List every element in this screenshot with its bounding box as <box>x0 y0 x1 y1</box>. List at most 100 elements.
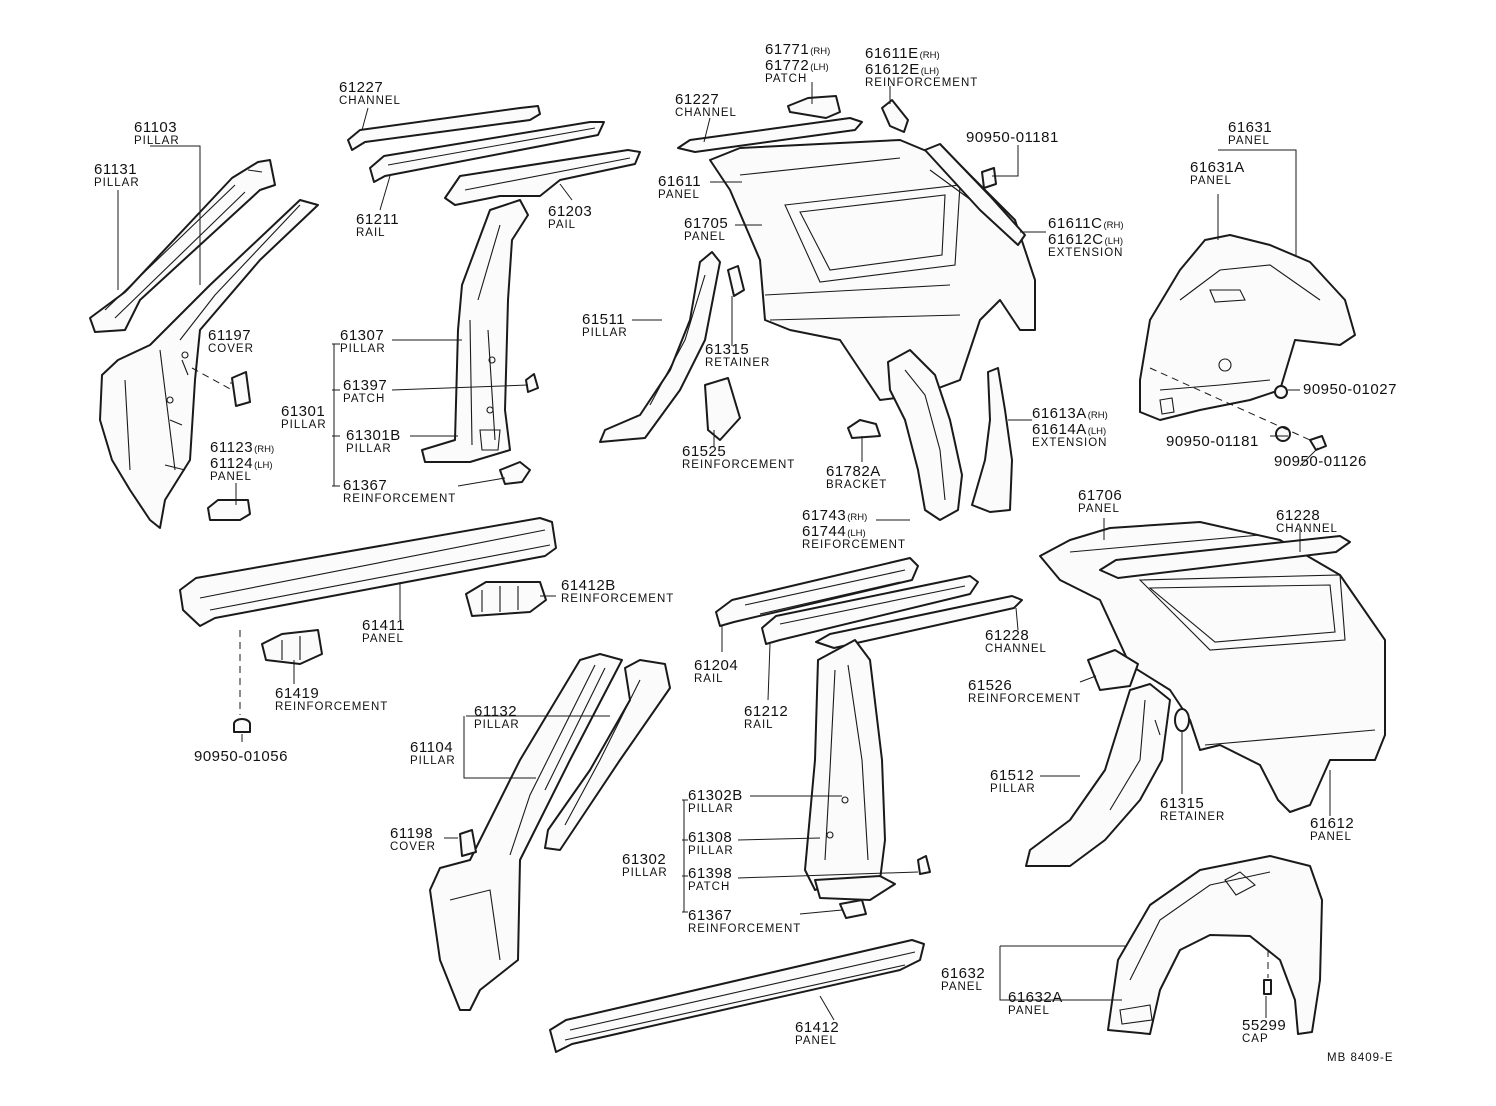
part-number-text: 61103 <box>134 119 177 136</box>
reinforcement-61526-drawing <box>1087 649 1139 691</box>
part-number-text: 61612C <box>1048 231 1104 248</box>
part-number-text: 61397 <box>343 377 387 394</box>
part-number: 61631 <box>1228 119 1272 136</box>
part-number: 61227 <box>339 79 383 96</box>
patch-61397-drawing <box>525 373 539 393</box>
part-number-text: 61419 <box>275 685 319 702</box>
callout-labels: 61103PILLAR61131PILLAR61197COVER61123(RH… <box>94 41 1397 1047</box>
part-number: 90950-01027 <box>1303 381 1397 398</box>
cover-61198-drawing <box>459 829 477 857</box>
part-name: REINFORCEMENT <box>968 693 1081 705</box>
fastener-90950-01027-drawing <box>1274 385 1288 399</box>
part-number: 90950-01126 <box>1274 453 1367 470</box>
channel-61228-right-drawing <box>1099 535 1351 579</box>
part-number: 61228 <box>1276 507 1320 524</box>
part-number: 61705 <box>684 215 728 232</box>
part-number: 61771(RH) <box>765 41 830 58</box>
part-number-text: 55299 <box>1242 1017 1286 1034</box>
callout-c24a: 61613A(RH) <box>1032 405 1108 422</box>
rocker-panel-61412-drawing <box>549 939 925 1053</box>
part-name: REINFORCEMENT <box>688 923 801 935</box>
part-number-text: 61613A <box>1032 405 1087 422</box>
part-side-suffix: (RH) <box>810 46 830 57</box>
part-number-text: 61315 <box>1160 795 1204 812</box>
part-number-text: 61367 <box>343 477 387 494</box>
retainer-61315-right-drawing <box>1174 708 1190 732</box>
part-number-text: 90950-01126 <box>1274 453 1367 470</box>
part-side-suffix: (RH) <box>920 50 940 61</box>
part-number-text: 90950-01181 <box>966 129 1059 146</box>
part-side-suffix: (RH) <box>847 512 867 523</box>
part-number: 61706 <box>1078 487 1122 504</box>
part-number: 61197 <box>208 327 251 344</box>
part-number-text: 90950-01027 <box>1303 381 1397 398</box>
front-pillar-lower-drawing <box>429 653 671 1011</box>
part-number-text: 61632 <box>941 965 985 982</box>
patch-61771-drawing <box>787 95 841 119</box>
extension-61613a-drawing <box>971 367 1013 513</box>
part-number-text: 61412B <box>561 577 616 594</box>
part-number: 61614A(LH) <box>1032 421 1106 438</box>
part-name: RAIL <box>744 719 774 731</box>
callout-c29: 90950-01181 <box>1166 433 1259 450</box>
part-side-suffix: (LH) <box>921 66 939 77</box>
part-number: 61203 <box>548 203 592 220</box>
part-number-text: 61308 <box>688 829 732 846</box>
part-number-text: 61611 <box>658 173 701 190</box>
part-number: 61204 <box>694 657 738 674</box>
part-name: PILLAR <box>688 845 734 857</box>
screw-90950-01126-drawing <box>1309 435 1327 451</box>
part-name: PILLAR <box>134 135 180 147</box>
channel-61228-center-drawing <box>815 595 1023 649</box>
part-name: PILLAR <box>474 719 520 731</box>
part-name: PANEL <box>1008 1005 1050 1017</box>
channel-61227-center-drawing <box>677 117 863 153</box>
part-number: 61632 <box>941 965 985 982</box>
part-number-text: 61104 <box>410 739 453 756</box>
part-number-text: 61411 <box>362 617 405 634</box>
part-name: RAIL <box>356 227 386 239</box>
part-number: 90950-01056 <box>194 748 288 765</box>
center-pillar-61302-drawing <box>804 639 896 919</box>
part-name: PANEL <box>684 231 726 243</box>
part-number: 90950-01181 <box>1166 433 1259 450</box>
part-number-text: 61743 <box>802 507 846 524</box>
reinforcement-61743-drawing <box>887 349 963 521</box>
plug-90950-01056-drawing <box>233 718 251 733</box>
part-number: 61525 <box>682 443 726 460</box>
part-number: 61228 <box>985 627 1029 644</box>
part-number: 61611E(RH) <box>865 45 940 62</box>
part-name: REINFORCEMENT <box>682 459 795 471</box>
part-number: 61411 <box>362 617 405 634</box>
part-name: REIFORCEMENT <box>802 539 906 551</box>
part-number: 61512 <box>990 767 1034 784</box>
part-name: CHANNEL <box>1276 523 1338 535</box>
part-number-text: 61525 <box>682 443 726 460</box>
part-number-text: 61614A <box>1032 421 1087 438</box>
front-pillar-upper-drawing <box>89 159 276 333</box>
part-name: PANEL <box>1078 503 1120 515</box>
rail-61204-drawing <box>715 557 919 627</box>
part-name: PANEL <box>1228 135 1270 147</box>
patch-61398-drawing <box>917 855 931 875</box>
part-number-text: 61631 <box>1228 119 1272 136</box>
part-number-text: 61212 <box>744 703 788 720</box>
part-number: 90950-01181 <box>966 129 1059 146</box>
part-name: PILLAR <box>340 343 386 355</box>
part-number-text: 61197 <box>208 327 251 344</box>
part-side-suffix: (LH) <box>810 62 828 73</box>
part-name: PATCH <box>765 73 807 85</box>
